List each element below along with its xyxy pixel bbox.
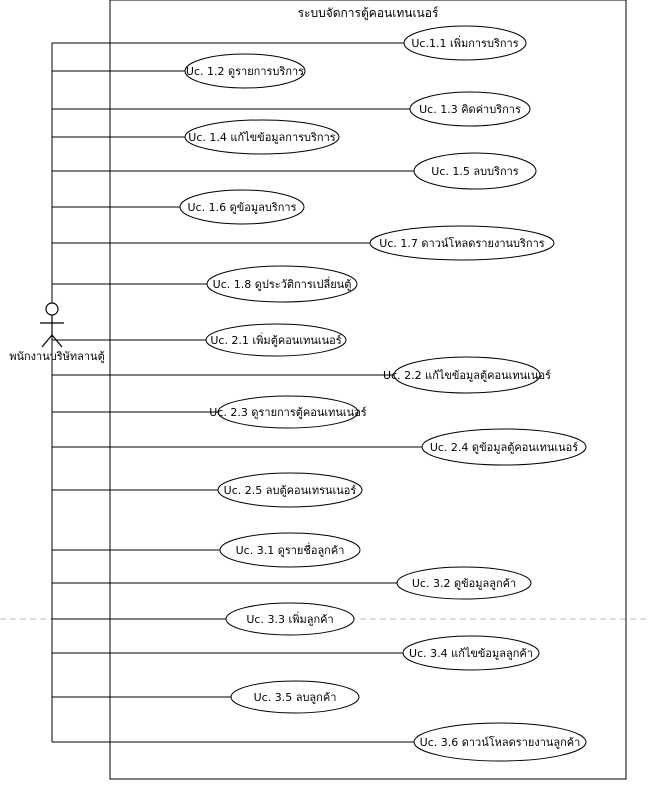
use-case-ellipse: [402, 635, 540, 671]
use-case-label: Uc. 1.7 ดาวน์โหลดรายงานบริการ: [379, 236, 544, 250]
use-case-label: Uc. 2.5 ลบตู้คอนเทรนเนอร์: [224, 484, 357, 497]
use-case-ellipse: [217, 395, 359, 429]
use-case: Uc. 3.2 ดูข้อมูลลูกค้า: [396, 566, 532, 600]
use-case-ellipse: [421, 428, 587, 466]
use-case: Uc. 1.3 คิดค่าบริการ: [409, 91, 531, 127]
use-case: Uc. 1.2 ดูรายการบริการ: [184, 53, 306, 89]
use-case-ellipse: [396, 566, 532, 600]
use-case-ellipse: [393, 356, 541, 394]
use-case-ellipse: [403, 25, 527, 61]
use-case: Uc. 1.6 ดูข้อมูลบริการ: [179, 189, 305, 225]
use-case: Uc.1.1 เพิ่มการบริการ: [403, 25, 527, 61]
actor: พนักงานบริษัทลานตู้: [9, 302, 105, 363]
use-case: Uc. 2.2 แก้ไขข้อมูลตู้คอนเทนเนอร์: [383, 356, 551, 394]
use-case: Uc. 3.4 แก้ไขข้อมูลลูกค้า: [402, 635, 540, 671]
use-case-label: Uc. 3.5 ลบลูกค้า: [254, 691, 337, 704]
use-case-ellipse: [184, 119, 340, 155]
use-case-label: Uc. 1.4 แก้ไขข้อมูลการบริการ: [188, 131, 335, 144]
association-lines: [51, 42, 422, 743]
use-case-ellipse: [217, 472, 363, 508]
use-case: Uc. 2.1 เพิ่มตู้คอนเทนเนอร์: [205, 323, 347, 357]
use-case-label: Uc. 3.4 แก้ไขข้อมูลลูกค้า: [409, 647, 533, 660]
use-case-label: Uc. 1.8 ดูประวัติการเปลี่ยนตู้: [213, 276, 352, 291]
actor-name: พนักงานบริษัทลานตู้: [9, 350, 104, 363]
use-case-ellipse: [179, 189, 305, 225]
use-case: Uc. 2.5 ลบตู้คอนเทรนเนอร์: [217, 472, 363, 508]
use-case-label: Uc.1.1 เพิ่มการบริการ: [411, 35, 518, 50]
use-case-label: Uc. 2.1 เพิ่มตู้คอนเทนเนอร์: [210, 332, 341, 347]
use-case-label: Uc. 1.3 คิดค่าบริการ: [419, 103, 521, 116]
use-case-label: Uc. 3.1 ดูรายชื่อลูกค้า: [236, 542, 345, 557]
use-case-label: Uc. 3.2 ดูข้อมูลลูกค้า: [412, 577, 516, 590]
use-case: Uc. 1.8 ดูประวัติการเปลี่ยนตู้: [206, 265, 358, 303]
use-case-label: Uc. 2.2 แก้ไขข้อมูลตู้คอนเทนเนอร์: [383, 369, 551, 382]
use-case-ellipse: [230, 680, 360, 714]
use-case: Uc. 1.5 ลบบริการ: [413, 152, 537, 190]
use-case-label: Uc. 2.4 ดูข้อมูลตู้คอนเทนเนอร์: [430, 441, 578, 454]
use-case-label: Uc. 1.5 ลบบริการ: [431, 165, 519, 178]
use-case: Uc. 2.4 ดูข้อมูลตู้คอนเทนเนอร์: [421, 428, 587, 466]
use-case: Uc. 1.7 ดาวน์โหลดรายงานบริการ: [369, 225, 555, 261]
actor-right-leg: [51, 334, 63, 348]
use-case-ellipse: [205, 323, 347, 357]
use-case: Uc. 3.3 เพิ่มลูกค้า: [225, 602, 355, 636]
use-case-ellipse: [219, 532, 361, 568]
use-cases: Uc.1.1 เพิ่มการบริการ Uc. 1.2 ดูรายการบริ…: [179, 25, 587, 762]
use-case-ellipse: [409, 91, 531, 127]
use-case-ellipse: [413, 152, 537, 190]
use-case: Uc. 1.4 แก้ไขข้อมูลการบริการ: [184, 119, 340, 155]
use-case: Uc. 3.6 ดาวน์โหลดรายงานลูกค้า: [413, 722, 587, 762]
use-case-label: Uc. 1.2 ดูรายการบริการ: [186, 65, 304, 78]
use-case-ellipse: [369, 225, 555, 261]
use-case-ellipse: [225, 602, 355, 636]
use-case-label: Uc. 3.3 เพิ่มลูกค้า: [246, 611, 333, 626]
use-case-label: Uc. 2.3 ดูรายการตู้คอนเทนเนอร์: [209, 406, 367, 419]
use-case-ellipse: [206, 265, 358, 303]
use-case-ellipse: [413, 722, 587, 762]
use-case: Uc. 3.5 ลบลูกค้า: [230, 680, 360, 714]
actor-left-leg: [41, 334, 53, 348]
system-title: ระบบจัดการตู้คอนเทนเนอร์: [298, 6, 439, 21]
use-case: Uc. 2.3 ดูรายการตู้คอนเทนเนอร์: [209, 395, 367, 429]
use-case-label: Uc. 1.6 ดูข้อมูลบริการ: [188, 201, 297, 214]
use-case-label: Uc. 3.6 ดาวน์โหลดรายงานลูกค้า: [420, 735, 581, 749]
actor-head: [45, 302, 59, 316]
system-boundary: [109, 0, 627, 780]
use-case-ellipse: [184, 53, 306, 89]
use-case: Uc. 3.1 ดูรายชื่อลูกค้า: [219, 532, 361, 568]
